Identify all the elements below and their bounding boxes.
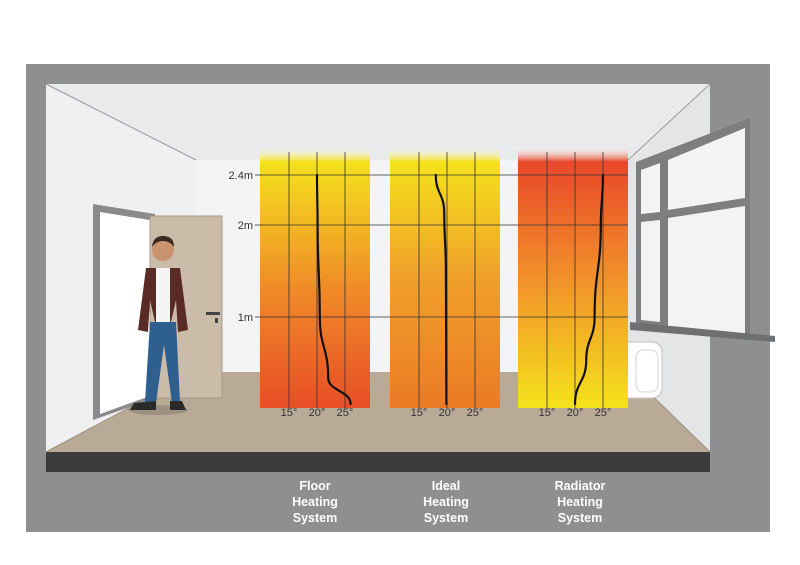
height-label-1m: 1m	[238, 312, 253, 324]
door-handle	[206, 312, 220, 315]
radiator-panel	[635, 349, 659, 393]
base-slab	[46, 452, 710, 472]
radiator-temp-ticks: 15° 20° 25°	[539, 407, 612, 419]
window-sill	[630, 322, 775, 342]
ideal-temp-ticks: 15° 20° 25°	[411, 407, 484, 419]
temp-tick: 15°	[411, 407, 428, 419]
ideal-temperature-curve	[434, 173, 448, 406]
ceiling-edge-left	[45, 83, 197, 161]
door-lock	[215, 318, 218, 323]
radiator-system-label: Radiator Heating System	[555, 479, 606, 525]
temp-tick: 15°	[281, 407, 298, 419]
ideal-label-line-2: Heating	[423, 495, 469, 509]
person-head	[152, 239, 174, 261]
floor-system-label: Floor Heating System	[292, 479, 338, 525]
radiator-label-line-2: Heating	[557, 495, 603, 509]
temp-tick: 25°	[467, 407, 484, 419]
person-shoe-right	[170, 401, 186, 410]
floor-temperature-curve	[315, 173, 352, 406]
radiator-label-line-3: System	[558, 511, 602, 525]
radiator-label-line-1: Radiator	[555, 479, 606, 493]
floor-heat-panel	[260, 146, 370, 408]
wall-pillar	[710, 64, 750, 124]
door	[93, 204, 223, 420]
height-tick-marks	[255, 174, 262, 318]
radiator-heat-panel	[518, 146, 628, 408]
person-shoe-left	[130, 401, 156, 410]
height-label-2-4m: 2.4m	[229, 170, 253, 182]
temp-tick: 15°	[539, 407, 556, 419]
ceiling-edge-right	[627, 83, 711, 161]
floor-label-line-1: Floor	[299, 479, 330, 493]
temp-tick: 20°	[439, 407, 456, 419]
window	[630, 118, 775, 342]
window-pane-top-right	[668, 128, 745, 210]
person-legs	[145, 322, 180, 403]
ideal-system-label: Ideal Heating System	[423, 479, 469, 525]
ideal-label-line-1: Ideal	[432, 479, 461, 493]
temp-tick: 20°	[567, 407, 584, 419]
temp-tick: 20°	[309, 407, 326, 419]
door-opening	[100, 212, 150, 414]
radiator-temperature-curve	[573, 173, 605, 406]
height-label-2m: 2m	[238, 220, 253, 232]
temp-tick: 25°	[595, 407, 612, 419]
person	[128, 236, 188, 415]
ceiling	[46, 84, 710, 160]
temp-tick: 25°	[337, 407, 354, 419]
floor-label-line-3: System	[293, 511, 337, 525]
window-pane-top-left	[641, 163, 660, 214]
floor-label-line-2: Heating	[292, 495, 338, 509]
person-shirt	[156, 268, 170, 322]
window-pane-bottom-right	[668, 206, 745, 334]
window-pane-bottom-left	[641, 220, 660, 322]
floor-temp-ticks: 15° 20° 25°	[281, 407, 354, 419]
ideal-label-line-3: System	[424, 511, 468, 525]
person-hair	[152, 236, 174, 247]
